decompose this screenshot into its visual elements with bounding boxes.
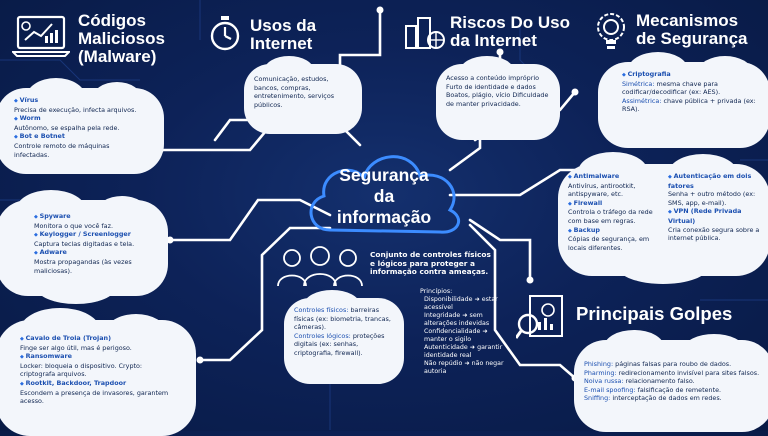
virus-desc: Precisa de execução, infecta arquivos.: [14, 105, 137, 114]
controles-fisicos-label: Controles físicos:: [294, 306, 349, 314]
controles-cloud: Controles físicos: barreiras físicas (ex…: [284, 290, 404, 384]
riscos-cloud: Acesso a conteúdo impróprio Furto de ide…: [436, 56, 560, 140]
center-title-line3: informação: [336, 207, 432, 227]
buildings-network-icon: [402, 12, 446, 56]
simetrica-label: Simétrica:: [622, 79, 655, 88]
2fa-label: Autenticação em dois fatores: [668, 172, 760, 190]
principles-heading: Princípios:: [420, 288, 453, 295]
center-title-line1: Segurança: [339, 165, 429, 185]
pharming-label: Pharming:: [584, 368, 617, 377]
adware-desc: Mostra propagandas (às vezes maliciosas)…: [34, 257, 132, 275]
golpes-cloud: Phishing: páginas falsas para roubo de d…: [574, 330, 768, 432]
mecanismos-cloud: Antimalware Antivírus, antirootkit, anti…: [558, 152, 768, 284]
malware-cloud-2: Spyware Monitora o que você faz. Keylogg…: [0, 190, 168, 304]
antimalware-desc: Antivírus, antirootkit, antispyware, etc…: [568, 181, 636, 199]
principle-item: Confidencialidade ➜ manter o sigilo: [424, 328, 488, 343]
bot-desc: Controle remoto de máquinas infectadas.: [14, 141, 110, 159]
cripto-label: Criptografia: [622, 70, 760, 80]
backup-desc: Cópias de segurança, em locais diferente…: [568, 235, 650, 252]
controles-fisicos-desc: barreiras físicas (ex: biometria, tranca…: [294, 306, 391, 332]
usos-cloud: Comunicação, estudos, bancos, compras, e…: [244, 56, 362, 134]
center-cloud-icon: [309, 155, 461, 234]
spoofing-desc: falsificação de remetente.: [637, 385, 722, 394]
assimetrica-label: Assimétrica:: [622, 96, 662, 105]
center-title-line2: da: [373, 186, 395, 206]
ransomware-label: Ransomware: [20, 352, 186, 362]
rootkit-desc: Escondem a presença de invasores, garant…: [20, 388, 169, 406]
phishing-label: Phishing:: [584, 360, 614, 368]
noiva-russa-desc: relacionamento falso.: [625, 377, 695, 386]
backup-label: Backup: [568, 226, 662, 236]
principle-item: Disponibilidade ➜ estar acessível: [424, 296, 498, 311]
antimalware-label: Antimalware: [568, 172, 662, 182]
malware-title: Códigos Maliciosos (Malware): [78, 11, 165, 66]
lightbulb-gear-icon: [592, 10, 630, 56]
ransomware-desc: Locker: bloqueia o dispositivo. Crypto: …: [20, 361, 143, 379]
document-search-icon: [514, 292, 568, 348]
riscos-title: Riscos Do Uso da Internet: [450, 13, 570, 50]
vpn-label: VPN (Rede Privada Virtual): [668, 207, 760, 225]
phishing-desc: páginas falsas para roubo de dados.: [615, 360, 732, 368]
mecanismos-title: Mecanismos de Segurança: [636, 11, 748, 48]
assimetrica-desc: chave pública + privada (ex: RSA).: [622, 96, 756, 114]
simetrica-desc: mesma chave para codificar/decodificar (…: [622, 79, 721, 97]
cripto-cloud: Criptografia Simétrica: mesma chave para…: [598, 52, 768, 148]
keylogger-label: Keylogger / Screenlogger: [34, 230, 158, 240]
firewall-label: Firewall: [568, 199, 662, 209]
controles-logicos-label: Controles lógicos:: [294, 331, 351, 340]
pharming-desc: redirecionamento invisível para sites fa…: [618, 368, 760, 377]
principle-item: Não repúdio ➜ não negar autoria: [424, 360, 504, 375]
definition-text: Conjunto de controles físicos e lógicos …: [370, 250, 491, 277]
adware-label: Adware: [34, 248, 158, 258]
noiva-russa-label: Noiva russa:: [584, 377, 624, 386]
center-title: Segurança da informação: [304, 165, 464, 228]
rootkit-label: Rootkit, Backdoor, Trapdoor: [20, 379, 186, 389]
malware-cloud-1: Vírus Precisa de execução, infecta arqui…: [0, 78, 164, 174]
virus-label: Vírus: [14, 96, 154, 106]
principles-list: Princípios: Disponibilidade ➜ estar aces…: [416, 288, 506, 376]
firewall-desc: Controla o tráfego da rede com base em r…: [568, 208, 653, 225]
sniffing-label: Sniffing:: [584, 394, 611, 403]
vpn-desc: Cria conexão segura sobre a internet púb…: [668, 225, 760, 243]
principle-item: Integridade ➜ sem alterações indevidas: [424, 312, 490, 327]
riscos-text: Acesso a conteúdo impróprio Furto de ide…: [446, 74, 549, 108]
trojan-desc: Finge ser algo útil, mas é perigoso.: [20, 343, 132, 352]
trojan-label: Cavalo de Troia (Trojan): [20, 334, 186, 344]
controles-logicos-desc: proteções digitais (ex: senhas, criptogr…: [294, 331, 385, 357]
laptop-chart-icon: [10, 14, 72, 62]
2fa-desc: Senha + outro método (ex: SMS, app, e-ma…: [668, 190, 756, 207]
spoofing-label: E-mail spoofing:: [584, 385, 636, 394]
usos-title: Usos da Internet: [250, 16, 317, 53]
timer-icon: [208, 14, 242, 56]
usos-text: Comunicação, estudos, bancos, compras, e…: [254, 75, 335, 109]
sniffing-desc: interceptação de dados em redes.: [612, 394, 722, 403]
malware-cloud-3: Cavalo de Troia (Trojan) Finge ser algo …: [0, 308, 196, 436]
people-group-icon: [276, 244, 364, 292]
worm-desc: Autônomo, se espalha pela rede.: [14, 123, 120, 132]
spyware-label: Spyware: [34, 212, 158, 222]
keylogger-desc: Captura teclas digitadas e tela.: [34, 239, 135, 248]
golpes-title: Principais Golpes: [576, 303, 733, 324]
principle-item: Autenticidade ➜ garantir identidade real: [424, 344, 503, 359]
worm-label: Worm: [14, 114, 154, 124]
spyware-desc: Monitora o que você faz.: [34, 221, 113, 230]
bot-label: Bot e Botnet: [14, 132, 154, 142]
